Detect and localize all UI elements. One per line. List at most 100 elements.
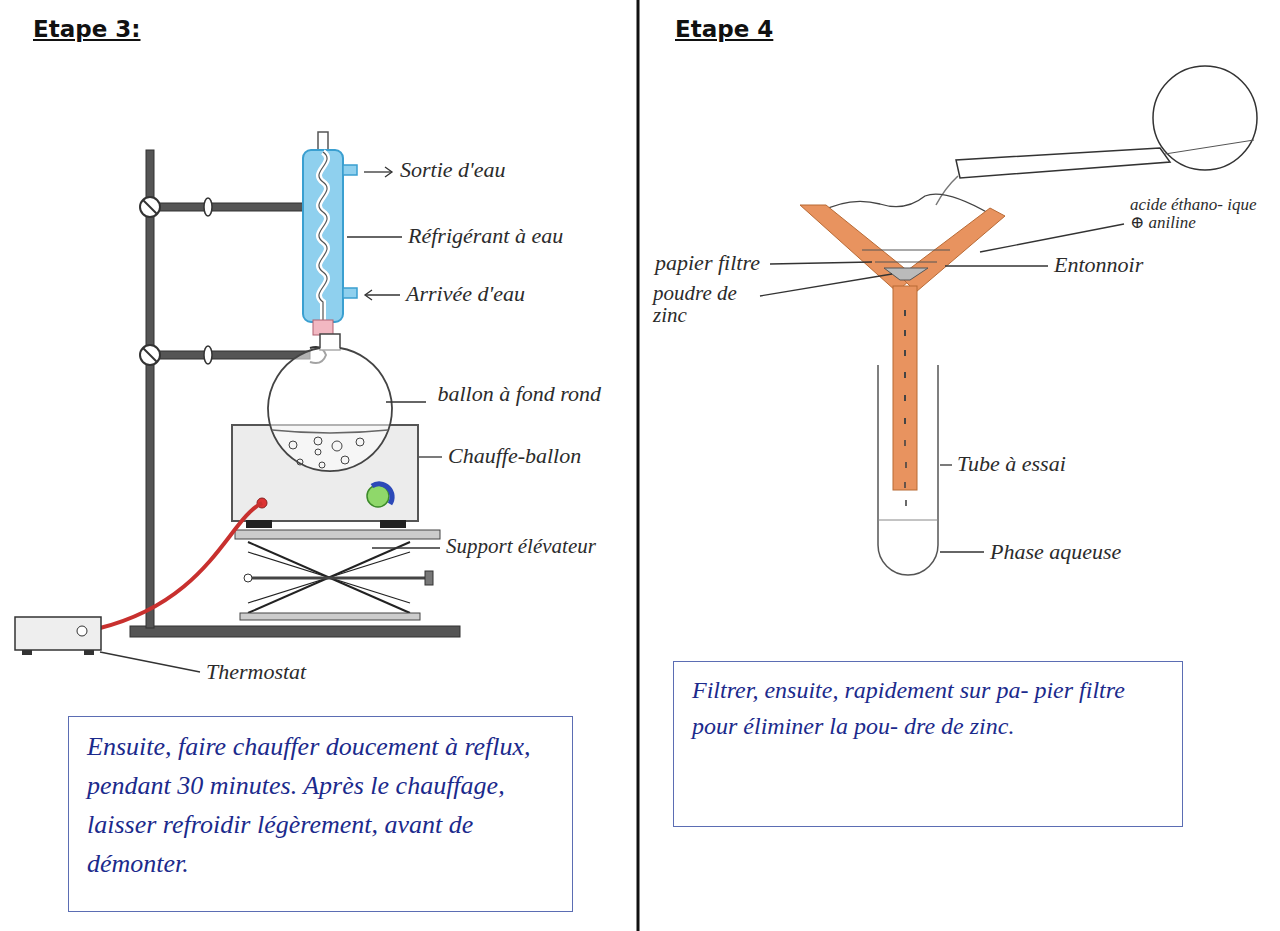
leader-lines (980, 224, 1124, 252)
water-condenser (319, 152, 327, 322)
water-condenser (343, 165, 357, 175)
part-label: Tube à essai (957, 452, 1066, 475)
funnel (893, 286, 917, 490)
lab-jack (240, 613, 420, 620)
part-label: poudre de zinc (653, 282, 753, 326)
mantle-controls (246, 484, 406, 528)
round-bottom-flask (289, 441, 297, 449)
round-bottom-flask (268, 334, 392, 471)
thermostat-unit (15, 617, 101, 650)
round-bottom-flask (268, 348, 392, 471)
leader-lines (940, 551, 984, 552)
leader-lines (366, 294, 400, 295)
part-label: papier filtre (655, 251, 760, 274)
leader-lines (760, 274, 892, 296)
pouring-flask (1165, 140, 1254, 154)
part-label: Phase aqueuse (990, 540, 1121, 563)
retort-stand (204, 346, 212, 364)
retort-stand (150, 203, 310, 211)
lab-jack (235, 530, 440, 539)
funnel (862, 250, 950, 251)
part-label: Chauffe-ballon (448, 444, 581, 467)
round-bottom-flask (319, 462, 325, 468)
funnel (800, 205, 914, 292)
part-label: Thermostat (206, 660, 306, 683)
funnel (800, 194, 1005, 490)
pouring-flask (956, 148, 1170, 178)
funnel (904, 330, 906, 336)
thermostat-unit (100, 503, 262, 628)
retort-stand (140, 345, 160, 365)
leader-lines (770, 262, 872, 264)
thermostat-unit (84, 650, 94, 655)
retort-stand (143, 200, 157, 214)
lab-jack (425, 571, 433, 585)
part-label: ballon à fond rond (431, 382, 601, 405)
funnel (875, 262, 937, 263)
part-label: Entonnoir (1054, 253, 1143, 276)
part-label: Réfrigérant à eau (408, 224, 563, 247)
funnel (904, 372, 906, 378)
funnel (904, 310, 906, 424)
test-tube (878, 365, 938, 575)
funnel (904, 418, 906, 424)
leader-lines (365, 290, 372, 300)
water-condenser (303, 132, 357, 335)
instruction-box: Filtrer, ensuite, rapidement sur pa- pie… (673, 661, 1183, 827)
mantle-controls (372, 484, 392, 504)
pouring-flask (1153, 66, 1257, 170)
lab-jack (244, 574, 252, 582)
leader-lines (940, 464, 952, 465)
leader-lines (945, 265, 1048, 266)
leader-lines (364, 171, 392, 172)
test-tube (878, 365, 938, 575)
funnel (904, 310, 906, 316)
round-bottom-flask (315, 449, 321, 455)
test-tube (905, 440, 906, 506)
step-heading: Etape 3: (33, 16, 141, 42)
leader-lines (419, 456, 442, 457)
pouring-flask (936, 66, 1257, 205)
retort-stand (130, 626, 460, 637)
mantle-controls (246, 520, 272, 528)
retort-stand (143, 348, 157, 362)
water-condenser (313, 320, 333, 335)
round-bottom-flask (332, 441, 342, 451)
round-bottom-flask (314, 437, 322, 445)
water-condenser (303, 150, 343, 322)
instruction-text: Ensuite, faire chauffer doucement à refl… (87, 727, 554, 883)
part-label: Sortie d'eau (400, 158, 506, 181)
thermostat-unit (22, 650, 32, 655)
test-tube (905, 462, 907, 468)
water-condenser (343, 288, 357, 298)
funnel (904, 350, 906, 356)
retort-stand (146, 150, 154, 628)
test-tube (904, 440, 906, 446)
round-bottom-flask (272, 430, 388, 433)
part-label: acide éthano- ique ⊕ aniline (1130, 196, 1272, 232)
part-label: Arrivée d'eau (406, 282, 525, 305)
round-bottom-flask (320, 334, 340, 350)
lab-jack (235, 530, 440, 620)
panel-divider (637, 0, 640, 931)
round-bottom-flask (297, 459, 303, 465)
instruction-text: Filtrer, ensuite, rapidement sur pa- pie… (692, 672, 1164, 744)
retort-stand (150, 351, 310, 359)
funnel (820, 194, 990, 214)
leader-lines (386, 401, 426, 402)
instruction-box: Ensuite, faire chauffer doucement à refl… (68, 716, 573, 912)
water-condenser (319, 152, 327, 322)
leader-lines (372, 547, 440, 548)
funnel (904, 395, 906, 401)
pouring-flask (936, 176, 958, 205)
test-tube (904, 482, 906, 488)
round-bottom-flask (356, 438, 364, 446)
test-tube (905, 500, 907, 506)
leader-lines (385, 167, 392, 177)
thermostat-unit (77, 626, 87, 636)
mantle-controls (380, 520, 406, 528)
thermostat-unit (15, 503, 262, 655)
retort-stand (140, 197, 160, 217)
leader-lines (347, 236, 402, 237)
